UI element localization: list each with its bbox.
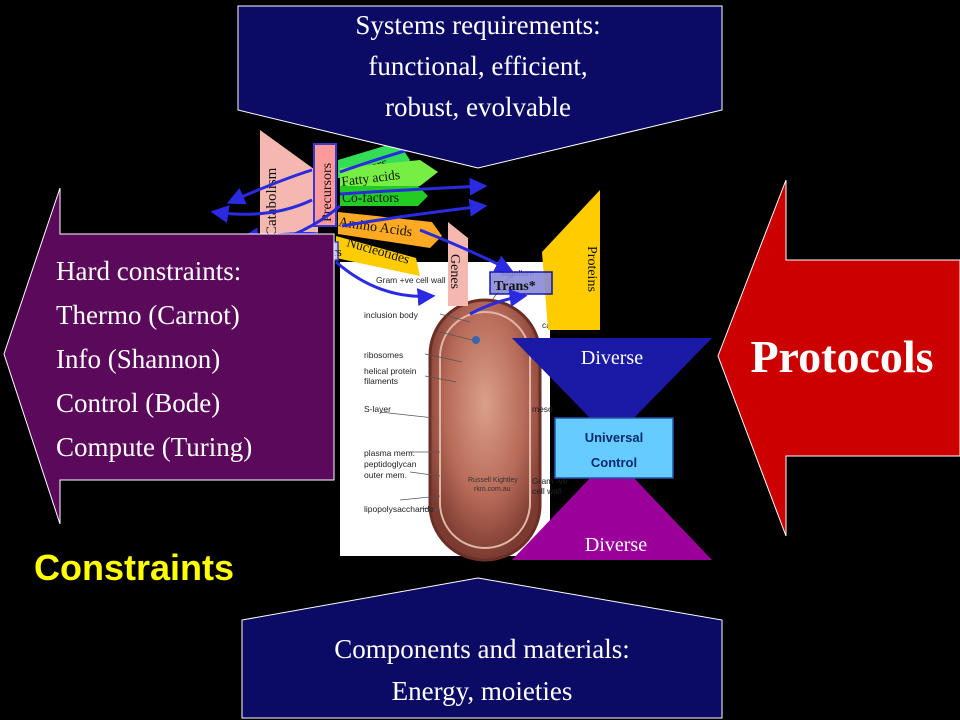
flow-arrow-1 [226, 168, 313, 205]
materials-arrow-shape [241, 577, 723, 719]
label-plasma-mem: plasma mem. [364, 448, 415, 458]
materials-line-2: Energy, moieties [392, 676, 573, 706]
label-gram-pos-wall: Gram +ve cell wall [376, 275, 446, 285]
cell-illustration: Gram +ve cell wall flagellum inclusion b… [340, 262, 572, 562]
catabolism-label: Catabolism [264, 167, 280, 236]
materials-line-1: Components and materials: [334, 634, 629, 664]
requirements-line-2: functional, efficient, [368, 51, 587, 81]
fatty-acids-arrow [340, 160, 438, 186]
precursors-box [313, 143, 337, 227]
label-helical-protein: helical protein [364, 366, 417, 376]
label-peptidoglycan: peptidoglycan [364, 459, 417, 469]
constraint-line-2: Thermo (Carnot) [56, 300, 240, 330]
flow-arrow-7 [341, 198, 488, 228]
bowtie-bottom-funnel [512, 476, 712, 560]
nucleotides-arrow [336, 236, 420, 276]
metabolism-graphic: Catabolism Precursors Sugars Fatty acids… [210, 123, 600, 330]
flow-arrow-6 [339, 177, 488, 196]
genes-label: Genes [447, 254, 462, 289]
bowtie-top-funnel [512, 338, 712, 420]
requirements-arrow-shape [237, 5, 723, 169]
fatty-acids-label: Fatty acids [341, 167, 401, 189]
label-lipopolysaccharide: lipopolysaccharide [364, 504, 434, 514]
protocols-arrow-shape [717, 179, 960, 537]
constraints-arrow: Hard constraints: Thermo (Carnot) Info (… [3, 187, 335, 525]
label-gram-neg-1: Gram -ve [532, 476, 568, 486]
credit-line-1: Russell Kightley [468, 477, 518, 484]
bowtie: Diverse Universal Control Diverse [512, 338, 712, 560]
universal-control-line-1: Universal [585, 430, 644, 445]
materials-arrow: Components and materials: Energy, moieti… [241, 577, 723, 719]
proteins-label: Proteins [584, 246, 599, 292]
label-gram-neg-2: cell wall [532, 486, 562, 496]
universal-control-line-2: Control [591, 455, 637, 470]
constraint-line-4: Control (Bode) [56, 388, 220, 418]
label-s-layer: S-layer [364, 404, 391, 414]
label-filaments: filaments [364, 376, 398, 386]
cell-inner-membrane [439, 311, 531, 549]
protocols-arrow: Protocols [717, 179, 960, 537]
label-outer-mem: outer mem. [364, 470, 407, 480]
requirements-arrow: Systems requirements: functional, effici… [237, 5, 723, 169]
bowtie-bottom-label: Diverse [585, 534, 647, 556]
label-meso: meso [532, 404, 553, 414]
protocols-label: Protocols [750, 331, 933, 382]
cell-inclusion-dot [472, 336, 480, 344]
requirements-line-1: Systems requirements: [355, 10, 600, 40]
constraint-line-5: Compute (Turing) [56, 432, 252, 462]
constraints-arrow-shape [3, 187, 335, 525]
requirements-line-3: robust, evolvable [385, 92, 571, 122]
universal-control-box [554, 417, 674, 479]
flow-arrow-10 [469, 289, 528, 316]
flow-arrow-8 [335, 260, 436, 307]
proteins-wedge [542, 190, 600, 330]
bowtie-top-label: Diverse [581, 347, 643, 369]
label-ribosomes: ribosomes [364, 350, 403, 360]
constraint-line-1: Hard constraints: [56, 256, 241, 286]
label-inclusion-body: inclusion body [364, 310, 419, 320]
constraints-caption: Constraints [34, 547, 234, 588]
bacterium-cell-body [428, 298, 542, 562]
trans-label: Trans* [494, 279, 536, 294]
constraint-line-3: Info (Shannon) [56, 344, 220, 374]
flow-arrow-2 [210, 198, 313, 223]
precursors-label: Precursors [320, 163, 335, 222]
flow-arrow-9 [419, 228, 514, 272]
credit-line-2: rkm.com.au [474, 486, 511, 493]
